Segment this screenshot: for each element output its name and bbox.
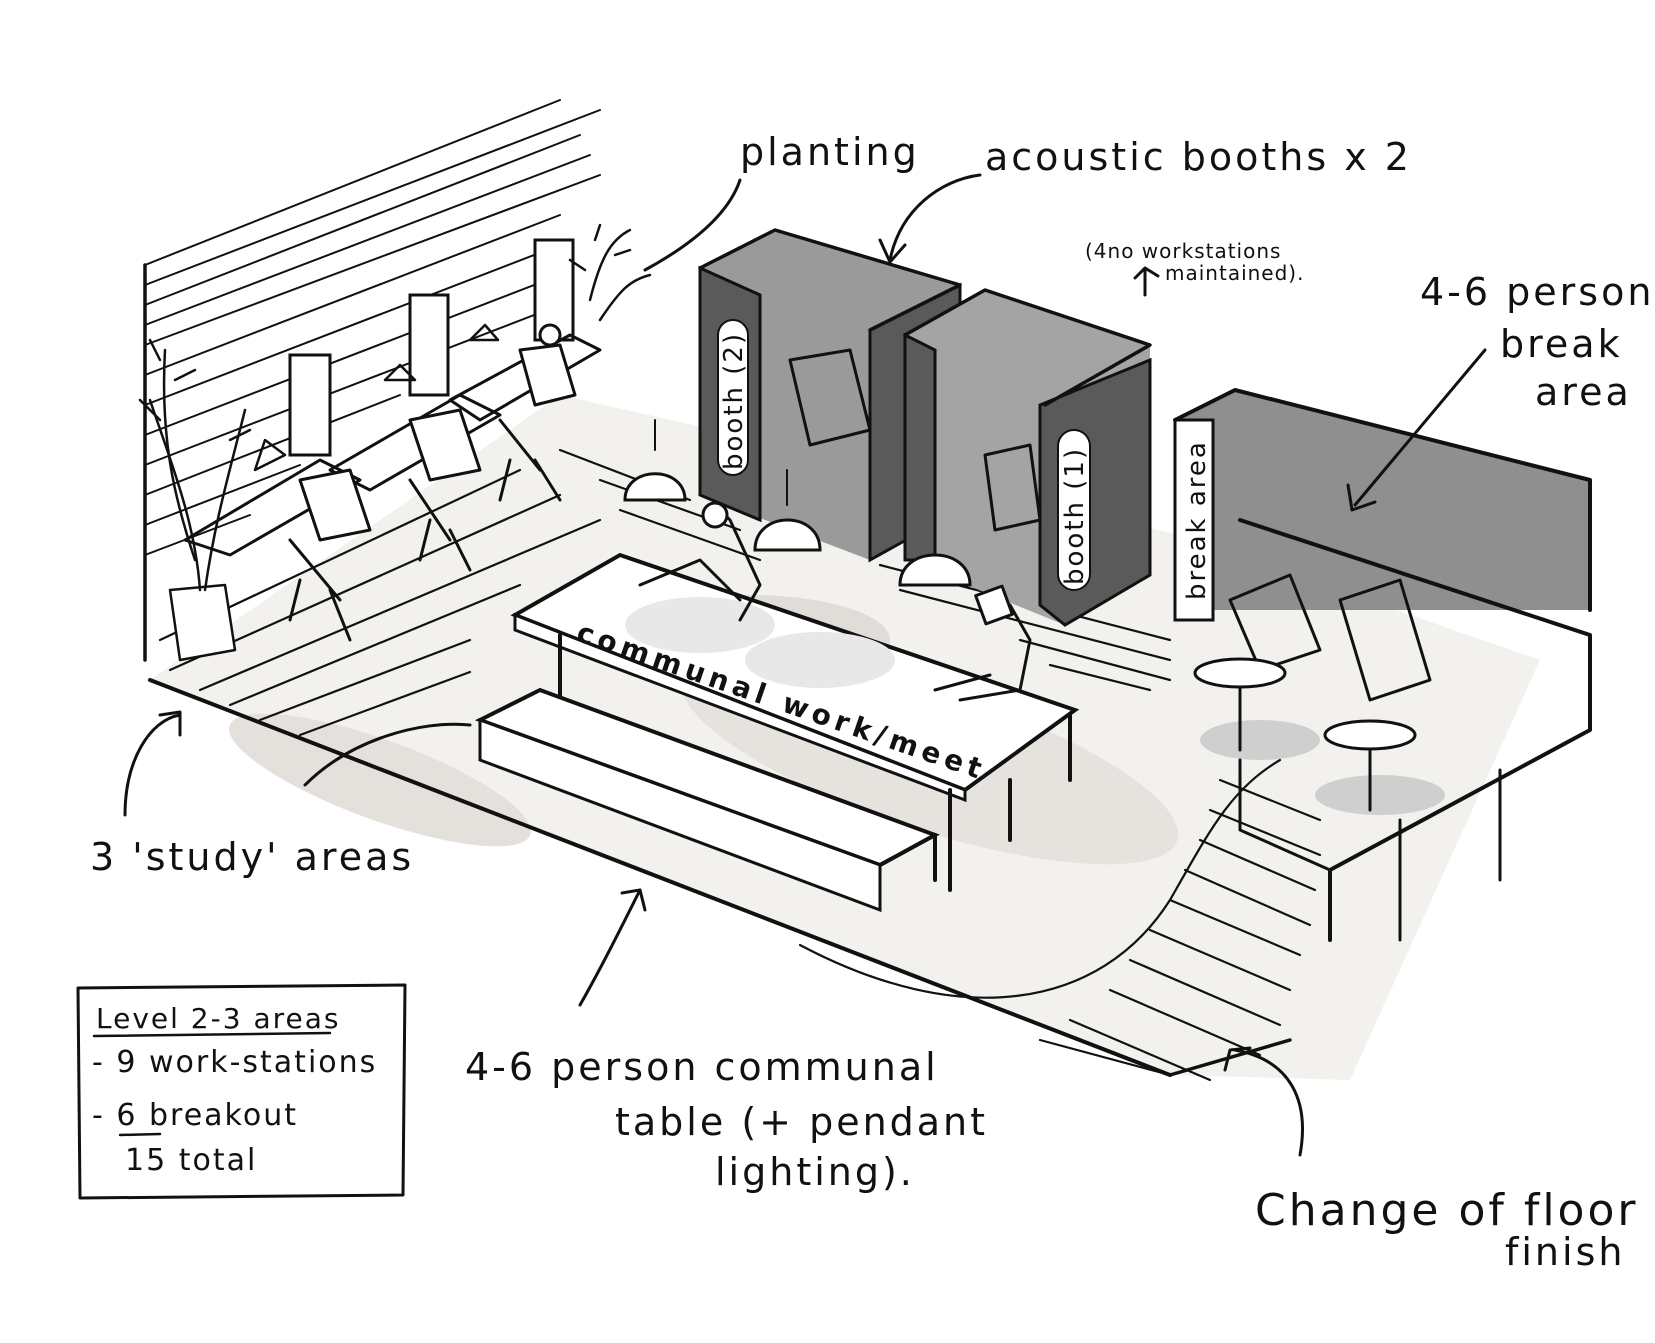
planting-annotation: planting (740, 130, 920, 174)
floor-boards-right (798, 758, 1322, 1082)
legend-row-total: 15 total (125, 1143, 257, 1178)
communal-table-annotation-line1: 4-6 person communal (465, 1045, 939, 1089)
floor-change-annotation-line2: finish (1505, 1230, 1625, 1274)
study-lamp-icons (253, 323, 500, 472)
break-area-label: break area (1182, 440, 1212, 600)
floor-change-annotation-line1: Change of floor (1255, 1185, 1639, 1236)
break-area-annotation-line3: area (1535, 370, 1632, 414)
legend-title: Level 2-3 areas (96, 1002, 340, 1035)
workstations-note-line1: (4no workstations (1085, 239, 1281, 263)
planting-icons (138, 223, 652, 662)
communal-table-annotation-line2: table (+ pendant (615, 1100, 988, 1144)
communal-table-annotation-line3: lighting). (715, 1150, 915, 1194)
legend-row-breakout: - 6 breakout (92, 1098, 298, 1133)
legend-box: Level 2-3 areas - 9 work-stations - 6 br… (76, 983, 407, 1200)
workstations-note-line2: maintained). (1165, 261, 1304, 285)
communal-bench (474, 687, 940, 913)
booth-1: booth (1) (903, 288, 1152, 627)
annotation-texts: planting acoustic booths x 2 (4no workst… (90, 130, 1654, 1274)
communal-people (638, 501, 1032, 702)
annotation-arrows (123, 173, 1487, 1157)
break-area: break area (1173, 388, 1592, 942)
pendant-lights (623, 419, 972, 587)
study-areas-annotation: 3 'study' areas (90, 835, 414, 879)
booth-1-label: booth (1) (1060, 447, 1090, 585)
legend-row-workstations: - 9 work-stations (92, 1045, 377, 1080)
study-people (288, 323, 577, 642)
break-area-annotation-line1: 4-6 person (1420, 270, 1654, 314)
booth-2-label: booth (2) (719, 332, 749, 470)
acoustic-booths-annotation: acoustic booths x 2 (985, 135, 1412, 179)
break-area-annotation-line2: break (1500, 322, 1623, 366)
